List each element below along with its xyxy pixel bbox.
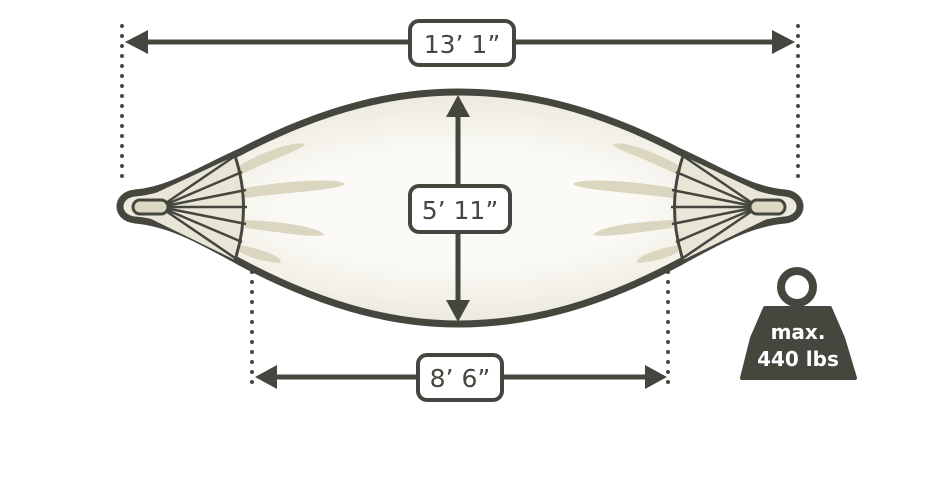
- left-spreader: [131, 154, 247, 261]
- width-label: 5’ 11”: [408, 184, 512, 234]
- width-text: 5’ 11”: [422, 196, 499, 225]
- weight-icon: max. 440 lbs: [740, 267, 857, 380]
- fabric-shading: [240, 143, 678, 263]
- weight-line2: 440 lbs: [757, 347, 839, 371]
- hammock: [116, 88, 804, 328]
- bed-length-label: 8’ 6”: [416, 353, 504, 402]
- bed-length-text: 8’ 6”: [430, 364, 491, 393]
- guide-lines: [120, 24, 800, 390]
- length-label: 13’ 1”: [408, 19, 516, 67]
- right-spreader: [671, 154, 787, 261]
- length-text: 13’ 1”: [424, 30, 501, 59]
- weight-line1: max.: [771, 320, 826, 344]
